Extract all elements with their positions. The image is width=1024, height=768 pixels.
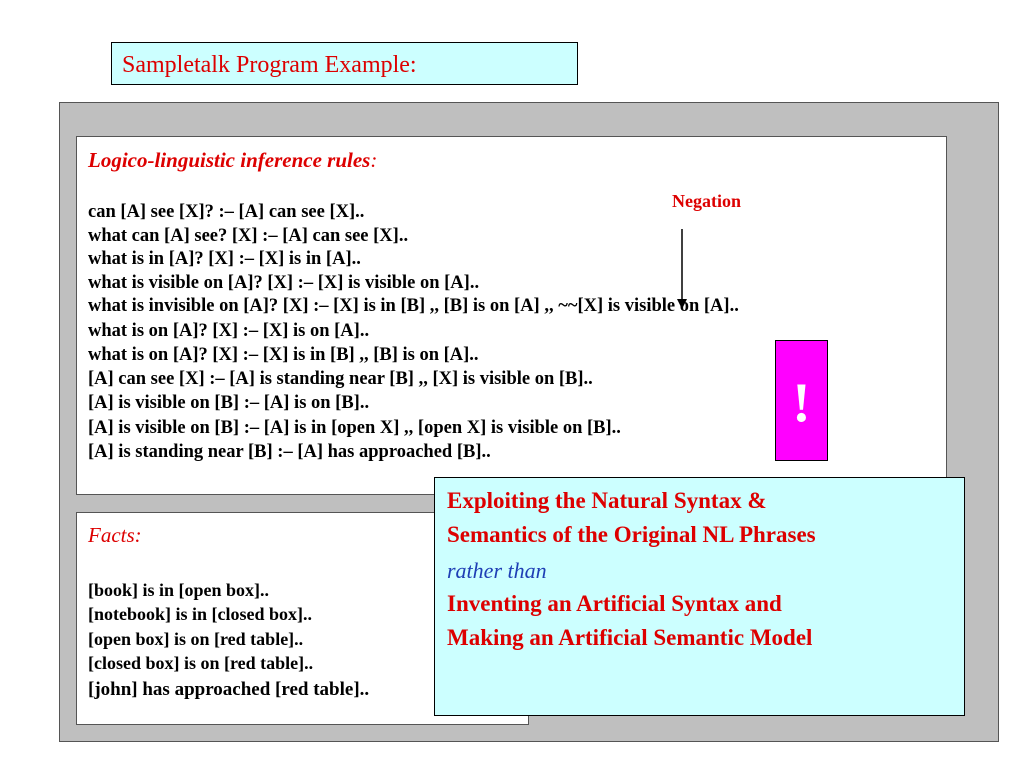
callout-rather-than: rather than	[447, 558, 547, 583]
rule-line: [A] is visible on [B] :– [A] is on [B]..	[88, 393, 370, 413]
callout-line-5: Making an Artificial Semantic Model	[447, 625, 813, 650]
fact-line: [notebook] is in [closed box]..	[88, 604, 313, 624]
fact-line: [open box] is on [red table]..	[88, 629, 304, 649]
callout-box: Exploiting the Natural Syntax & Semantic…	[434, 477, 965, 716]
rule-line: [A] is visible on [B] :– [A] is in [open…	[88, 418, 621, 438]
negation-arrow	[677, 229, 687, 309]
callout-line-4: Inventing an Artificial Syntax and	[447, 591, 782, 616]
callout-line-1: Exploiting the Natural Syntax &	[447, 488, 767, 513]
fact-line: [closed box] is on [red table]..	[88, 653, 314, 673]
rule-line: what can [A] see? [X] :– [A] can see [X]…	[88, 226, 409, 246]
exclamation-box: !	[775, 340, 828, 461]
rule-line: [A] can see [X] :– [A] is standing near …	[88, 369, 593, 389]
exclamation-mark: !	[792, 372, 811, 434]
rules-heading-colon: :	[370, 148, 378, 172]
facts-heading: Facts:	[88, 523, 142, 547]
rule-line: what is on [A]? [X] :– [X] is in [B] ,, …	[88, 345, 479, 365]
rules-heading: Logico-linguistic inference rules:	[88, 148, 378, 172]
fact-line: [book] is in [open box]..	[88, 580, 270, 600]
negation-label: Negation	[672, 191, 741, 211]
slide-title-box: Sampletalk Program Example:	[111, 42, 578, 85]
rule-line: can [A] see [X]? :– [A] can see [X]..	[88, 202, 365, 222]
slide-title: Sampletalk Program Example:	[122, 52, 417, 78]
callout-line-2: Semantics of the Original NL Phrases	[447, 522, 816, 547]
rule-line: what is in [A]? [X] :– [X] is in [A]..	[88, 249, 361, 269]
rule-line-negation: what is invisible on [A]? [X] :– [X] is …	[88, 296, 739, 316]
rule-line: what is visible on [A]? [X] :– [X] is vi…	[88, 273, 480, 293]
rule-line: what is on [A]? [X] :– [X] is on [A]..	[88, 321, 370, 341]
rule-line: [A] is standing near [B] :– [A] has appr…	[88, 442, 491, 462]
fact-line: [john] has approached [red table]..	[88, 679, 370, 700]
